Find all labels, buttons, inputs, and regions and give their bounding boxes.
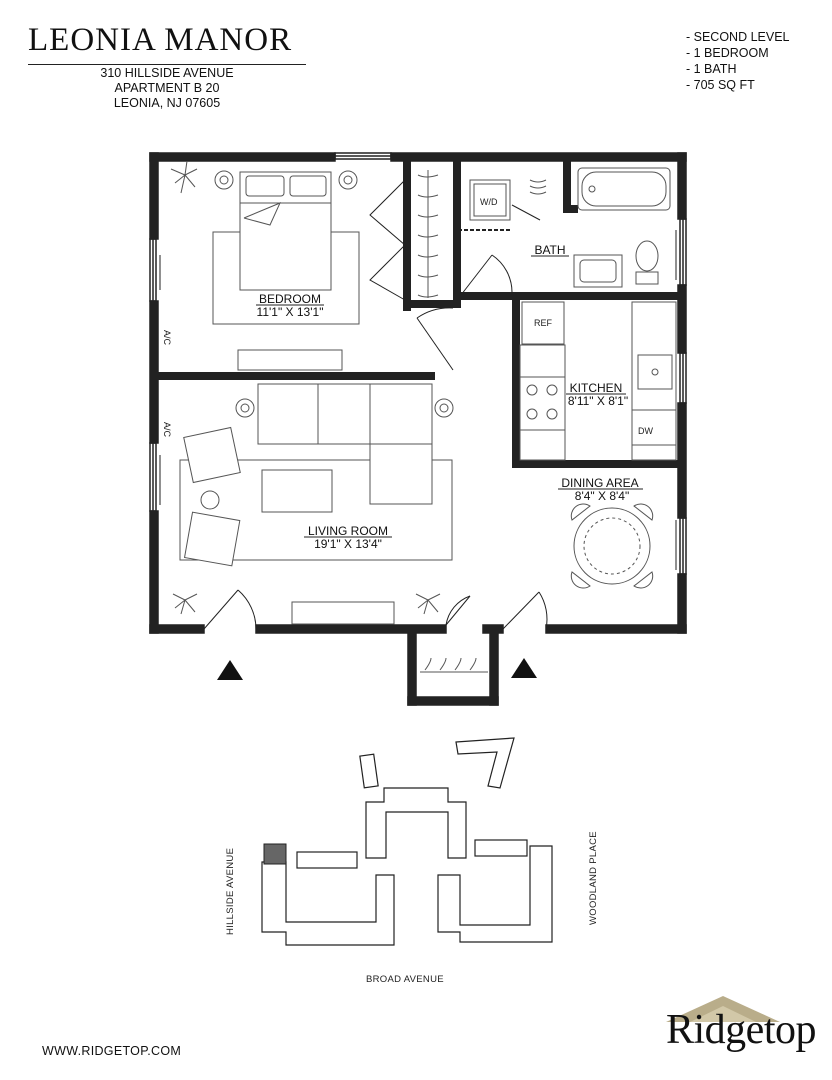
living-name: LIVING ROOM (308, 524, 388, 538)
interior-walls (158, 161, 678, 468)
bedroom-furniture (170, 160, 439, 371)
address-line-3: LEONIA, NJ 07605 (113, 96, 221, 110)
spec-baths: - 1 BATH (686, 62, 737, 76)
logo-roof-inner-icon (690, 1006, 756, 1022)
site-building-left-bar (296, 851, 358, 869)
site-building-angled (455, 737, 515, 789)
street-woodland: WOODLAND PLACE (588, 831, 599, 925)
bedroom-dims: 11'1" X 13'1" (257, 305, 324, 319)
dining-dims: 8'4" X 8'4" (575, 489, 629, 503)
dishwasher-label: DW (638, 426, 653, 436)
site-plan (261, 737, 553, 946)
street-broad: BROAD AVENUE (366, 974, 444, 985)
kitchen-fixtures (519, 301, 677, 461)
kitchen-name: KITCHEN (570, 381, 623, 395)
site-building-center (365, 787, 467, 859)
washer-dryer-label: W/D (480, 197, 498, 207)
doors (203, 179, 548, 630)
street-hillside: HILLSIDE AVENUE (225, 848, 236, 935)
bath-fixtures (458, 167, 671, 288)
ridgetop-logo: Ridgetop (666, 1007, 817, 1053)
kitchen-dims: 8'11" X 8'1" (568, 394, 628, 408)
ac-label-living: A/C (162, 422, 172, 438)
property-title: LEONIA MANOR (28, 22, 293, 58)
address-line-2: APARTMENT B 20 (114, 81, 220, 95)
spec-level: - SECOND LEVEL (686, 30, 790, 44)
spec-bedrooms: - 1 BEDROOM (686, 46, 769, 60)
ac-label-bedroom: A/C (162, 330, 172, 346)
bath-name: BATH (534, 243, 565, 257)
website-link[interactable]: WWW.RIDGETOP.COM (42, 1044, 182, 1058)
living-dims: 19'1" X 13'4" (314, 537, 382, 551)
spec-area: - 705 SQ FT (686, 78, 755, 92)
title-rule (28, 64, 306, 65)
living-furniture (172, 383, 488, 673)
site-building-left-wing (261, 861, 395, 946)
site-building-small (359, 753, 379, 789)
site-building-right-bar (474, 839, 528, 857)
address-block: 310 HILLSIDE AVENUE APARTMENT B 20 LEONI… (28, 66, 306, 111)
refrigerator-label: REF (534, 318, 553, 328)
entrance-arrow-left (217, 660, 243, 680)
site-building-right-wing (437, 845, 553, 943)
unit-specs: - SECOND LEVEL - 1 BEDROOM - 1 BATH - 70… (686, 29, 790, 93)
windows (159, 230, 677, 570)
address-line-1: 310 HILLSIDE AVENUE (100, 66, 234, 80)
bedroom-name: BEDROOM (259, 292, 321, 306)
dining-table (570, 503, 654, 589)
unit-location-highlight (263, 843, 287, 865)
dining-name: DINING AREA (561, 476, 638, 490)
entrance-arrow-right (511, 658, 537, 678)
